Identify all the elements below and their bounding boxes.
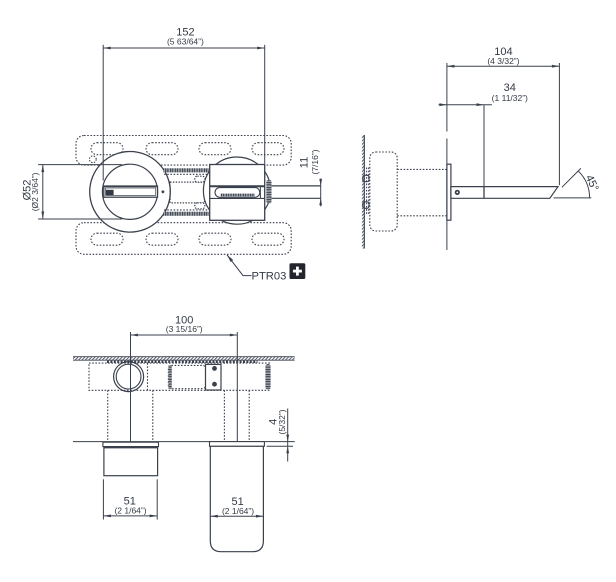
svg-text:(4 3/32”): (4 3/32”) (487, 56, 519, 66)
svg-text:51: 51 (124, 496, 136, 508)
svg-text:(5/32”): (5/32”) (277, 409, 287, 434)
svg-text:4: 4 (268, 419, 280, 425)
svg-text:45°: 45° (583, 173, 601, 193)
svg-text:152: 152 (176, 27, 194, 39)
svg-text:104: 104 (494, 46, 512, 58)
svg-text:11: 11 (299, 157, 311, 168)
svg-text:(5 63/64”): (5 63/64”) (167, 37, 204, 47)
svg-text:(3 15/16”): (3 15/16”) (166, 324, 203, 334)
svg-text:(2 1/64”): (2 1/64”) (114, 506, 146, 516)
svg-text:(2 1/64”): (2 1/64”) (222, 506, 254, 516)
svg-text:(1 11/32”): (1 11/32”) (492, 93, 528, 103)
svg-text:51: 51 (231, 496, 243, 508)
svg-text:34: 34 (504, 82, 516, 94)
svg-text:(7/16”): (7/16”) (310, 149, 320, 174)
svg-text:100: 100 (175, 315, 193, 327)
svg-text:Ø52: Ø52 (22, 180, 34, 201)
svg-text:(Ø2 3/64”): (Ø2 3/64”) (30, 172, 40, 211)
svg-text:PTR03: PTR03 (252, 271, 287, 283)
